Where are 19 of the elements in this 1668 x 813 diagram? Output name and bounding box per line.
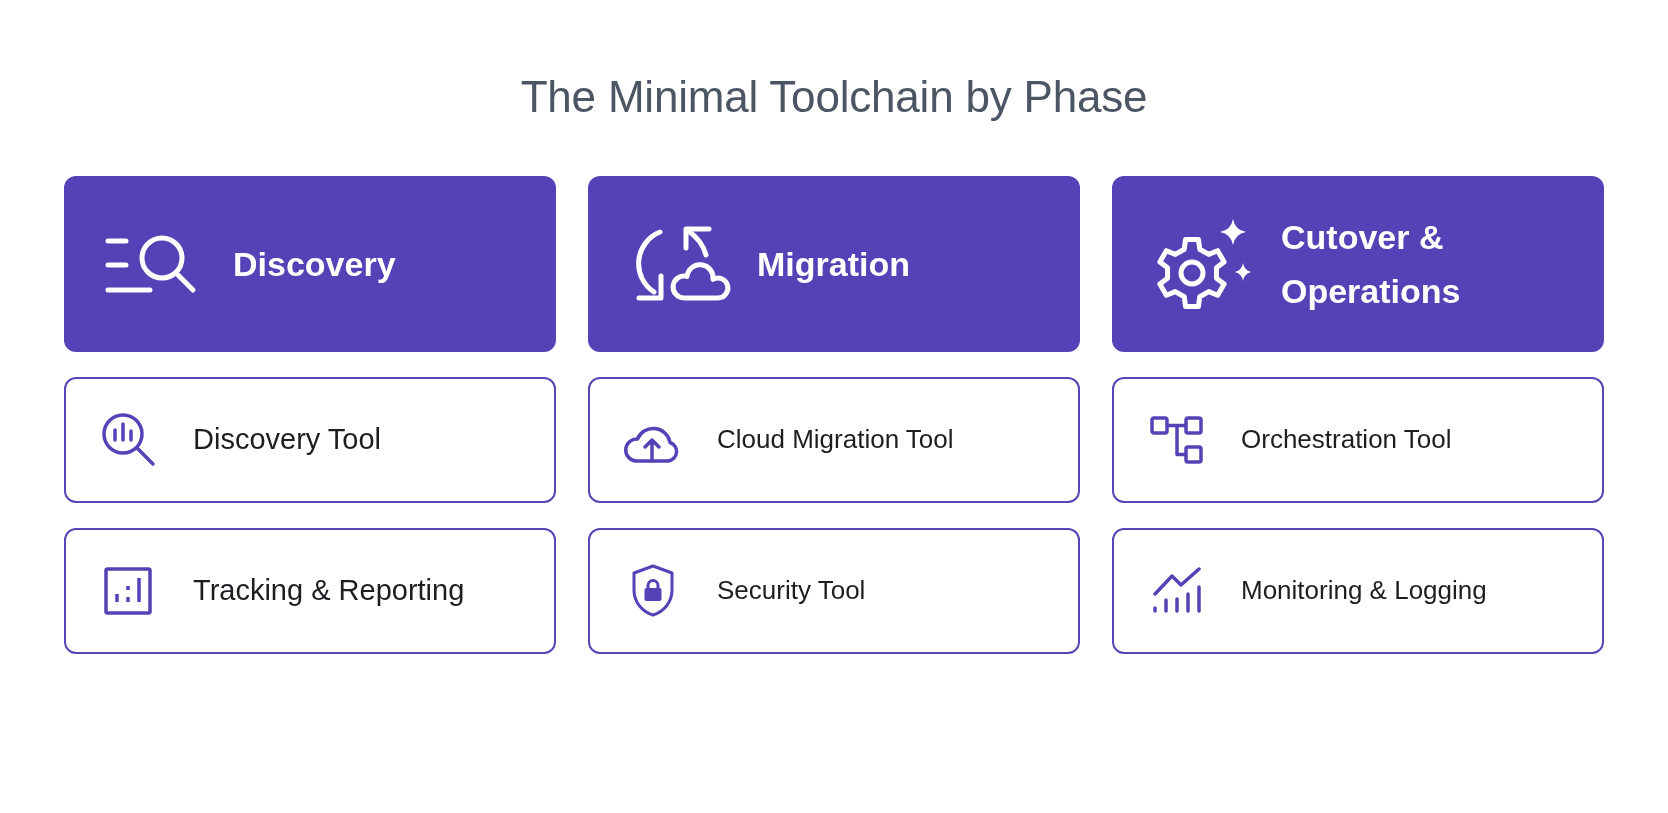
diagram-title: The Minimal Toolchain by Phase <box>520 71 1148 123</box>
phase-title: Discovery <box>233 243 396 285</box>
phase-title: Migration <box>757 243 910 285</box>
tool-name: Monitoring & Logging <box>1241 574 1487 608</box>
tool-card <box>1112 528 1604 654</box>
tool-name: Cloud Migration Tool <box>717 423 954 457</box>
phase-header-card <box>64 176 556 352</box>
phase-title: Cutover & Operations <box>1281 216 1462 312</box>
tool-card <box>1112 377 1604 503</box>
tool-card <box>588 528 1080 654</box>
tool-name: Security Tool <box>717 574 866 608</box>
tool-card <box>64 528 556 654</box>
tool-card <box>588 377 1080 503</box>
tool-name: Tracking & Reporting <box>193 573 465 609</box>
phase-header-card <box>588 176 1080 352</box>
tool-card <box>64 377 556 503</box>
tool-name: Orchestration Tool <box>1241 423 1452 457</box>
tool-name: Discovery Tool <box>193 422 382 458</box>
phase-header-card <box>1112 176 1604 352</box>
